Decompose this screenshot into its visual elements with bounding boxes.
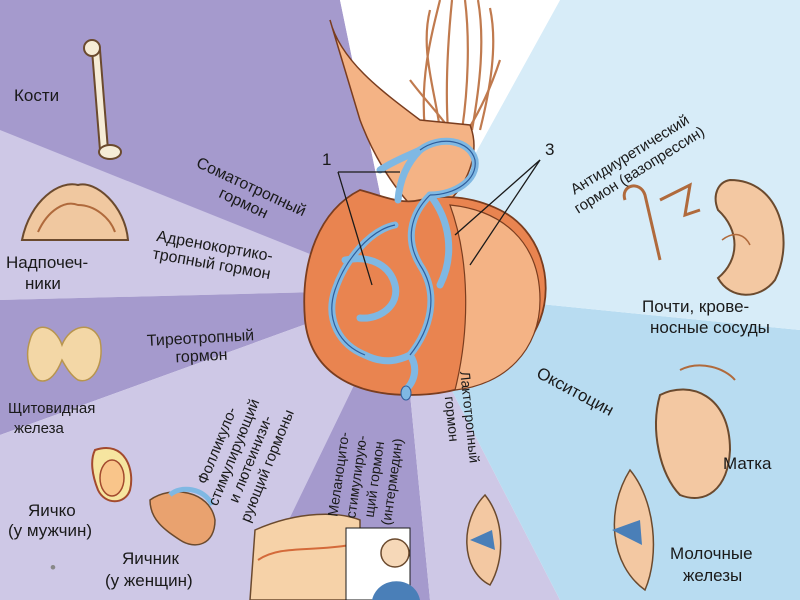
nephron-icon — [622, 182, 701, 261]
label-mammary-2: железы — [683, 566, 743, 585]
uterus-icon — [655, 364, 736, 499]
vessel-end — [400, 385, 412, 401]
portal-vessel-outline — [331, 140, 476, 356]
posterior-lobe — [449, 204, 541, 391]
label-mammary-1: Молочные — [670, 544, 753, 563]
label-thyroid-1: Щитовидная — [8, 400, 96, 417]
bone-icon — [83, 39, 122, 160]
callout-1: 1 — [322, 150, 332, 169]
kidney-icon — [714, 178, 785, 296]
callout-lines — [337, 159, 541, 286]
label-adrenals-1: Надпочеч- — [6, 253, 89, 272]
label-ovary-1: Яичник — [122, 549, 179, 568]
callout-3: 3 — [545, 140, 555, 159]
mammary-icon — [612, 468, 655, 592]
ovary-icon — [149, 486, 216, 546]
testis-icon — [91, 447, 133, 503]
adrenal-gland-icon — [20, 183, 130, 241]
label-kidney-1: Почти, крове- — [642, 297, 750, 316]
person-icon — [345, 527, 420, 600]
bullet-mark: • — [50, 558, 56, 577]
label-adrenals-2: ники — [25, 274, 61, 293]
hypothalamic-tracts — [409, 0, 502, 131]
label-testis-1: Яичко — [28, 501, 76, 520]
label-bones: Кости — [14, 86, 60, 105]
sector-adrenals — [0, 130, 400, 300]
breast-icon — [466, 493, 502, 586]
label-ovary-2: (у женщин) — [105, 571, 193, 590]
sector-gonads — [0, 290, 400, 600]
label-kidney-2: носные сосуды — [650, 318, 770, 337]
skin-icon — [249, 513, 361, 600]
label-testis-2: (у мужчин) — [8, 521, 93, 540]
label-thyroid-2: железа — [14, 420, 64, 437]
label-uterus: Матка — [723, 454, 772, 473]
thyroid-icon — [26, 326, 102, 382]
